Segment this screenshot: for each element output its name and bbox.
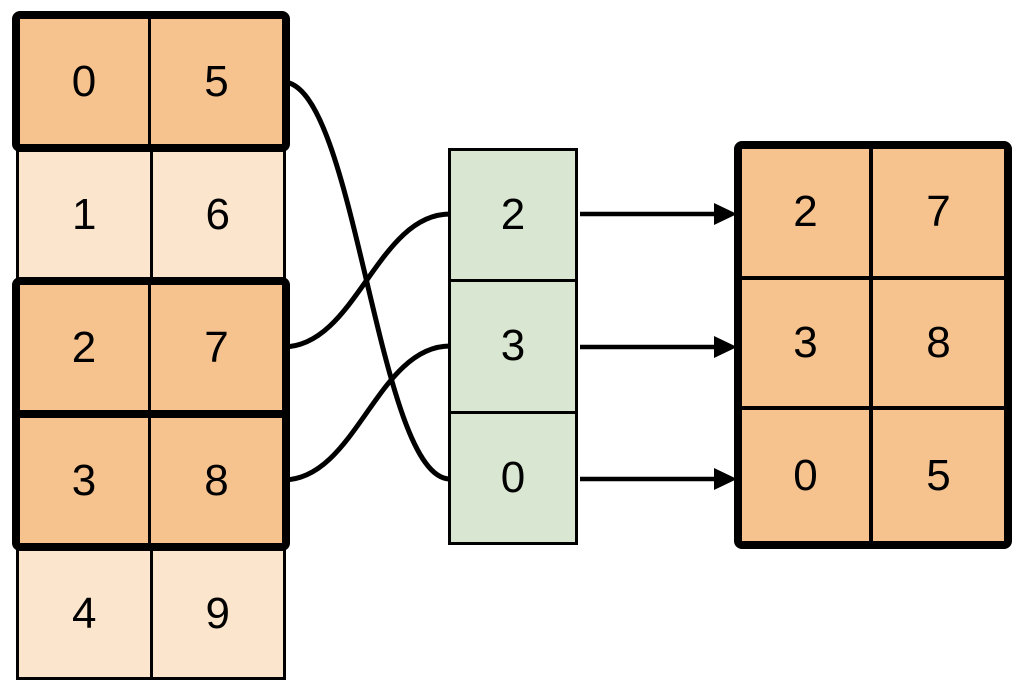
source-cell: 5 (204, 56, 229, 106)
curve-connector-row3-to-index3 (282, 343, 451, 483)
result-cell: 0 (742, 410, 873, 541)
source-cell: 9 (205, 588, 230, 638)
index-cell: 0 (451, 410, 575, 542)
result-cell: 2 (742, 149, 873, 280)
arrow-connector-index0 (580, 468, 737, 490)
source-cell: 4 (19, 550, 153, 677)
result-cell: 3 (742, 279, 873, 411)
result-cell: 8 (873, 280, 1004, 411)
source-cell: 7 (151, 285, 282, 418)
source-cell: 1 (19, 151, 153, 278)
curve-connector-row2-to-index2 (282, 211, 451, 350)
source-cell: 3 (20, 418, 151, 543)
index-cell: 3 (451, 279, 575, 410)
source-cell: 8 (204, 455, 229, 505)
arrow-connector-index2 (580, 203, 737, 225)
source-cell: 0 (20, 19, 151, 144)
result-cell: 7 (873, 149, 1004, 280)
source-row-4: 4 9 (16, 547, 286, 680)
source-cell: 2 (20, 285, 151, 418)
source-row-0-highlighted: 0 5 (12, 11, 290, 152)
result-cell: 5 (926, 450, 951, 500)
index-cell: 2 (500, 190, 526, 240)
curve-connector-row0-to-index0 (282, 79, 451, 482)
arrow-connector-index3 (580, 336, 737, 358)
result-table: 2 7 3 8 0 5 (734, 141, 1012, 549)
index-column: 2 3 0 (448, 148, 578, 545)
source-cell: 6 (205, 189, 230, 239)
source-row-1: 1 6 (16, 148, 286, 281)
source-rows-2-3-highlighted: 2 7 3 8 (12, 277, 290, 551)
